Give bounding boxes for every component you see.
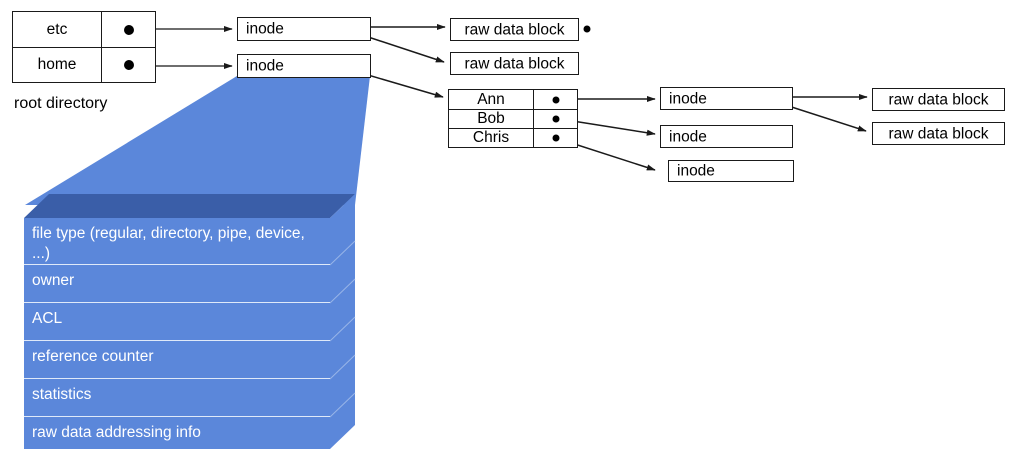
root-directory-table[interactable]: etc home [12, 11, 156, 83]
inode-field-statistics: statistics [24, 379, 330, 417]
table-row[interactable]: home [13, 47, 155, 82]
home-row-pointer-ann[interactable] [534, 90, 577, 109]
table-row[interactable]: etc [13, 12, 155, 47]
inode-label: inode [246, 20, 284, 38]
pointer-dot [123, 60, 134, 70]
inode-box-chris[interactable]: inode [668, 160, 794, 182]
pointer-dot [552, 115, 559, 123]
home-row-pointer-bob[interactable] [534, 110, 577, 128]
inode-label: inode [246, 57, 284, 75]
pointer-dot [552, 134, 559, 142]
home-row-name-bob: Bob [449, 110, 534, 128]
inode-field-acl: ACL [24, 303, 330, 341]
raw-data-block-label: raw data block [464, 20, 565, 38]
pointer-dot [552, 96, 559, 103]
raw-data-block-3[interactable]: raw data block [872, 88, 1005, 111]
raw-data-block-2[interactable]: raw data block [450, 52, 579, 75]
inode-label: inode [677, 162, 715, 180]
inode-field-file-type: file type (regular, directory, pipe, dev… [24, 218, 330, 265]
inode-label: inode [669, 89, 707, 107]
root-row-pointer-etc[interactable] [102, 12, 155, 47]
pointer-dot [583, 25, 591, 33]
inode-label: inode [669, 127, 707, 145]
home-row-pointer-chris[interactable] [534, 129, 577, 147]
raw-data-block-label: raw data block [888, 124, 989, 142]
inode-box-ann[interactable]: inode [660, 87, 793, 110]
inode-box-etc[interactable]: inode [237, 17, 591, 41]
raw-data-block-1[interactable]: raw data block [450, 18, 579, 41]
inode-box-home[interactable]: inode [237, 54, 576, 78]
home-directory-table[interactable]: Ann Bob Chris [448, 89, 578, 148]
table-row[interactable]: Bob [449, 109, 577, 128]
inode-field-owner: owner [24, 265, 330, 303]
inode-field-raw-data-addressing: raw data addressing info [24, 417, 330, 449]
slab-top-face [24, 194, 355, 218]
inode-box-bob[interactable]: inode [660, 125, 793, 148]
raw-data-block-label: raw data block [464, 54, 565, 72]
table-row[interactable]: Ann [449, 90, 577, 109]
root-row-pointer-home[interactable] [102, 48, 155, 82]
root-directory-caption: root directory [14, 95, 108, 112]
raw-data-block-label: raw data block [888, 90, 989, 108]
callout-trapezoid [25, 76, 370, 205]
inode-field-reference-counter: reference counter [24, 341, 330, 379]
home-row-name-ann: Ann [449, 90, 534, 109]
inode-field-list: file type (regular, directory, pipe, dev… [24, 218, 330, 449]
inode-detail-block: file type (regular, directory, pipe, dev… [0, 190, 380, 464]
slab-side-separators [329, 240, 356, 418]
root-row-name-home: home [13, 48, 102, 82]
slab-side-face [330, 194, 355, 449]
table-row[interactable]: Chris [449, 128, 577, 147]
home-row-name-chris: Chris [449, 129, 534, 147]
raw-data-block-4[interactable]: raw data block [872, 122, 1005, 145]
root-row-name-etc: etc [13, 12, 102, 47]
pointer-dot [123, 24, 134, 35]
